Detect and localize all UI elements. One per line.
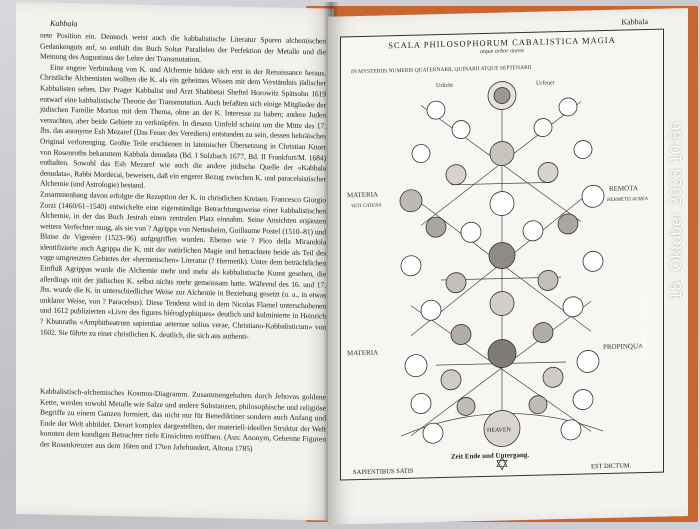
label-remota: REMOTA [609,184,638,193]
plate-subtitle-2: IN MYSTERIIS NUMERIS QUATERNARII, QUINAR… [351,65,532,75]
paragraph-3: Zusammenhang davon erfolgte die Rezeptio… [40,189,326,341]
open-book: Kabbala nete Position ein. Dennoch weist… [6,2,698,525]
label-zeit-ende: Zeit Ende und Untergang. [451,451,529,461]
figure-caption: Kabbalistisch-alchemisches Kosmos-Diagra… [40,387,326,457]
cosmos-diagram: IN MYSTERIIS NUMERIS QUATERNARII, QUINAR… [347,65,649,476]
date-watermark: 18. Oktober 2023 10:56 [668,120,685,300]
footer-sapientibus: SAPIENTIBUS SATIS [353,468,414,476]
label-urlicht: Urlicht [436,83,453,89]
paragraph-2: Eine engere Verbindung von K. und Alchem… [40,62,326,191]
label-materia-lower: MATERIA [347,349,378,358]
label-hermetis-aurea: HERMETIS AUREA [606,197,649,203]
engraved-plate: SCALA PHILOSOPHORUM CABALISTICA MAGIA at… [340,28,664,481]
left-running-head: Kabbala [50,18,78,29]
label-propinqua: PROPINQUA [603,342,643,351]
right-running-head: Kabbala [621,16,648,27]
label-veti-catena: VETI CATENA [351,203,382,209]
footer-est-dictum: EST DICTUM. [591,462,632,470]
label-urfeuer: Urfeuer [536,79,555,86]
right-page: Kabbala 171 SCALA PHILOSOPHORUM CABALIST… [328,8,688,525]
left-body-text: nete Position ein. Dennoch weist auch di… [40,31,326,344]
left-page: Kabbala nete Position ein. Dennoch weist… [16,2,334,521]
label-materia-left: MATERIA [347,191,378,200]
credit-watermark: Gallery Artist [638,297,650,360]
label-heaven: HEAVEN [487,427,512,434]
star-of-david-icon [496,456,508,471]
caption-text: Kabbalistisch-alchemisches Kosmos-Diagra… [40,386,326,453]
